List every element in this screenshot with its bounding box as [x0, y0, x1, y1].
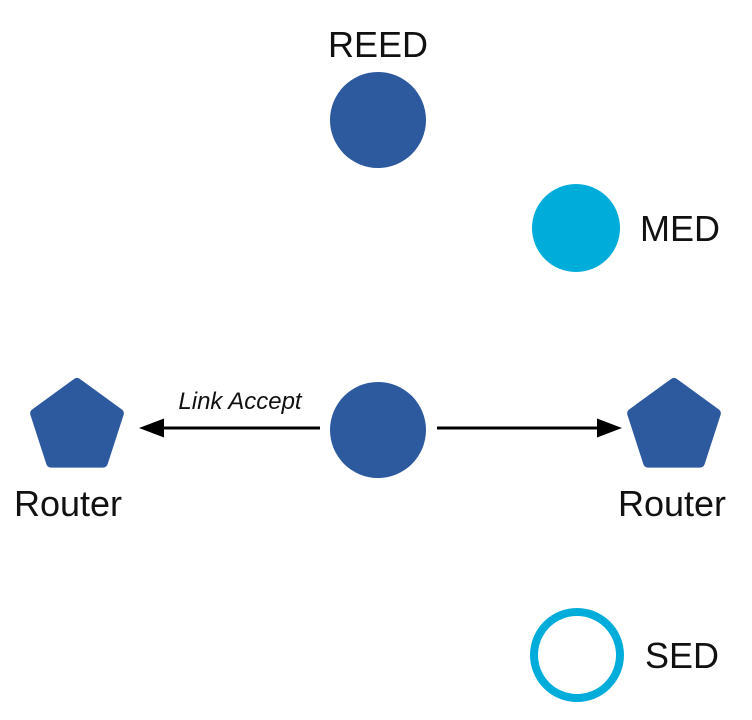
- reed-node-circle: [330, 72, 426, 168]
- router-left-pentagon: [30, 378, 124, 468]
- left-arrow-head: [139, 418, 164, 438]
- sed-node-circle: [530, 608, 624, 702]
- parent-node-circle: [330, 382, 426, 478]
- med-node-circle: [532, 184, 620, 272]
- router-right-label: Router: [618, 483, 726, 524]
- med-label: MED: [640, 208, 720, 249]
- reed-label: REED: [328, 24, 428, 65]
- router-left-label: Router: [14, 483, 122, 524]
- right-arrow-head: [597, 418, 622, 438]
- link-accept-label: Link Accept: [178, 388, 303, 415]
- router-right-pentagon: [627, 378, 721, 468]
- sed-label: SED: [645, 635, 719, 676]
